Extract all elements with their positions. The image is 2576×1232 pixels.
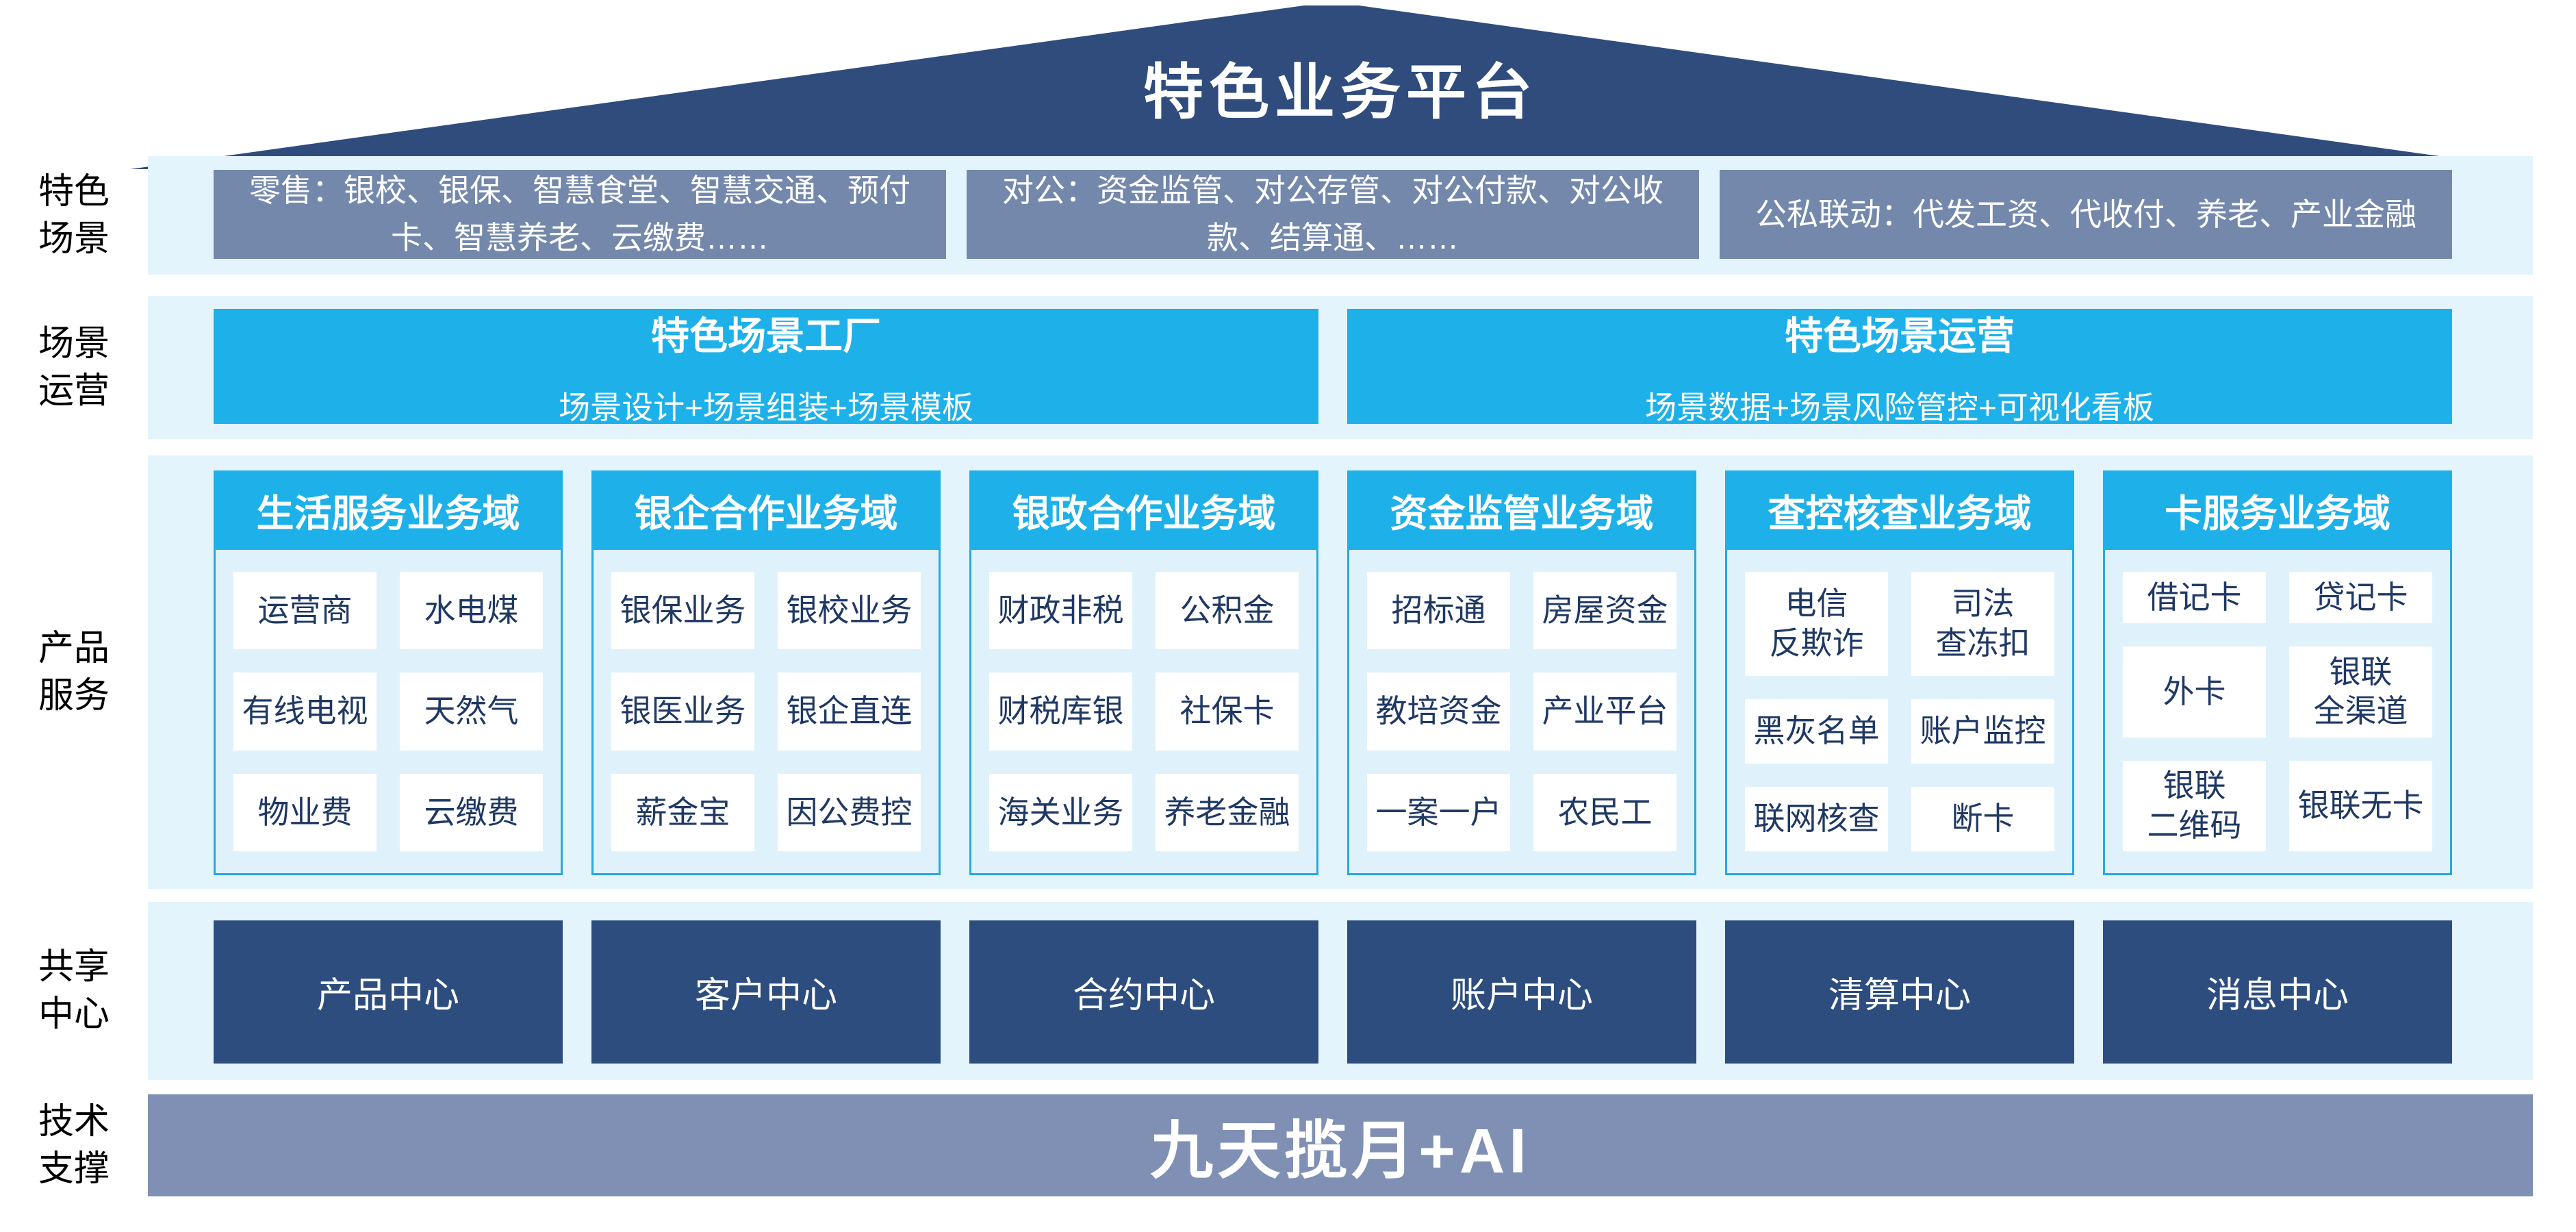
- product-cell: 社保卡: [1156, 672, 1299, 751]
- row-label-products: 产品 服务: [38, 628, 110, 716]
- domain-body: 运营商 水电煤 有线电视 天然气 物业费 云缴费: [216, 550, 561, 873]
- tech-support-bar: 九天揽月+AI: [148, 1094, 2533, 1196]
- row-label-sharing: 共享 中心: [38, 947, 110, 1034]
- product-cell: 财税库银: [989, 672, 1132, 751]
- domain-inspection-verification: 查控核查业务域 电信 反欺诈 司法 查冻扣 黑灰名单 账户监控 联网核查 断卡: [1725, 470, 2074, 875]
- domain-body: 银保业务 银校业务 银医业务 银企直连 薪金宝 因公费控: [594, 550, 939, 873]
- scenes-band: 零售：银校、银保、智慧食堂、智慧交通、预付卡、智慧养老、云缴费…… 对公：资金监…: [148, 156, 2533, 275]
- scene-factory-title: 特色场景工厂: [651, 314, 881, 357]
- page-title: 特色业务平台: [1143, 58, 1538, 126]
- scene-group-retail: 零售：银校、银保、智慧食堂、智慧交通、预付卡、智慧养老、云缴费……: [214, 170, 946, 259]
- domain-header: 资金监管业务域: [1347, 470, 1696, 550]
- domain-body: 电信 反欺诈 司法 查冻扣 黑灰名单 账户监控 联网核查 断卡: [1727, 550, 2072, 873]
- scene-operation-subtitle: 场景数据+场景风险管控+可视化看板: [1645, 389, 2154, 425]
- center-contract: 合约中心: [969, 920, 1318, 1064]
- sharing-band: 产品中心 客户中心 合约中心 账户中心 清算中心 消息中心: [148, 902, 2533, 1080]
- product-cell: 云缴费: [400, 773, 543, 851]
- product-cell: 银校业务: [778, 572, 921, 650]
- center-product: 产品中心: [214, 920, 563, 1064]
- domain-fund-supervision: 资金监管业务域 招标通 房屋资金 教培资金 产业平台 一案一户 农民工: [1347, 470, 1696, 875]
- product-cell: 有线电视: [233, 672, 377, 751]
- domain-header: 卡服务业务域: [2103, 470, 2452, 550]
- domain-body: 借记卡 贷记卡 外卡 银联 全渠道 银联 二维码 银联无卡: [2105, 550, 2450, 873]
- product-cell: 银联 二维码: [2123, 760, 2266, 851]
- row-label-tech: 技术 支撑: [38, 1101, 110, 1189]
- product-cell: 财政非税: [989, 572, 1132, 650]
- row-label-operation: 场景 运营: [38, 323, 110, 411]
- product-cell: 银联 全渠道: [2289, 646, 2432, 738]
- scene-factory-box: 特色场景工厂 场景设计+场景组装+场景模板: [214, 309, 1318, 425]
- product-cell: 运营商: [233, 572, 377, 650]
- product-cell: 黑灰名单: [1745, 699, 1888, 764]
- product-cell: 产业平台: [1533, 672, 1676, 751]
- roof-banner: 特色业务平台: [0, 0, 2576, 173]
- operation-band: 特色场景工厂 场景设计+场景组装+场景模板 特色场景运营 场景数据+场景风险管控…: [148, 296, 2533, 439]
- product-cell: 天然气: [400, 672, 543, 751]
- product-cell: 房屋资金: [1533, 572, 1676, 650]
- tech-platform-title: 九天揽月+AI: [1150, 1116, 1531, 1186]
- product-cell: 银企直连: [778, 672, 921, 751]
- center-settlement: 清算中心: [1725, 920, 2074, 1064]
- center-message: 消息中心: [2103, 920, 2452, 1064]
- product-cell: 农民工: [1533, 773, 1676, 851]
- center-account: 账户中心: [1347, 920, 1696, 1064]
- domain-header: 生活服务业务域: [214, 470, 563, 550]
- product-cell: 账户监控: [1911, 699, 2054, 764]
- product-cell: 借记卡: [2123, 572, 2266, 623]
- scene-group-public-private: 公私联动：代发工资、代收付、养老、产业金融: [1720, 170, 2452, 259]
- domain-life-services: 生活服务业务域 运营商 水电煤 有线电视 天然气 物业费 云缴费: [214, 470, 563, 875]
- product-cell: 司法 查冻扣: [1911, 572, 2054, 676]
- product-cell: 一案一户: [1367, 773, 1510, 851]
- product-cell: 电信 反欺诈: [1745, 572, 1888, 676]
- roof-shape: [130, 5, 2533, 169]
- scene-factory-subtitle: 场景设计+场景组装+场景模板: [559, 389, 973, 425]
- domain-header: 银政合作业务域: [969, 470, 1318, 550]
- scene-operation-box: 特色场景运营 场景数据+场景风险管控+可视化看板: [1347, 309, 2452, 425]
- product-cell: 贷记卡: [2289, 572, 2432, 623]
- product-cell: 薪金宝: [611, 773, 754, 851]
- product-cell: 联网核查: [1745, 786, 1888, 851]
- domain-header: 银企合作业务域: [591, 470, 941, 550]
- scene-operation-title: 特色场景运营: [1785, 314, 2015, 357]
- product-cell: 物业费: [233, 773, 377, 851]
- product-cell: 银保业务: [611, 572, 754, 650]
- product-cell: 银医业务: [611, 672, 754, 751]
- domain-header: 查控核查业务域: [1725, 470, 2074, 550]
- products-band: 生活服务业务域 运营商 水电煤 有线电视 天然气 物业费 云缴费 银企合作业务域…: [148, 455, 2533, 889]
- domain-body: 招标通 房屋资金 教培资金 产业平台 一案一户 农民工: [1349, 550, 1694, 873]
- product-cell: 外卡: [2123, 646, 2266, 738]
- scene-group-corporate: 对公：资金监管、对公存管、对公付款、对公收款、结算通、……: [967, 170, 1699, 259]
- domain-body: 财政非税 公积金 财税库银 社保卡 海关业务 养老金融: [971, 550, 1316, 873]
- row-label-scenes: 特色 场景: [38, 171, 110, 259]
- product-cell: 教培资金: [1367, 672, 1510, 751]
- product-cell: 公积金: [1156, 572, 1299, 650]
- product-cell: 招标通: [1367, 572, 1510, 650]
- center-customer: 客户中心: [591, 920, 941, 1064]
- product-cell: 海关业务: [989, 773, 1132, 851]
- product-cell: 养老金融: [1156, 773, 1299, 851]
- product-cell: 水电煤: [400, 572, 543, 650]
- product-cell: 断卡: [1911, 786, 2054, 851]
- product-cell: 因公费控: [778, 773, 921, 851]
- domain-card-services: 卡服务业务域 借记卡 贷记卡 外卡 银联 全渠道 银联 二维码 银联无卡: [2103, 470, 2452, 875]
- domain-bank-government: 银政合作业务域 财政非税 公积金 财税库银 社保卡 海关业务 养老金融: [969, 470, 1318, 875]
- product-cell: 银联无卡: [2289, 760, 2432, 851]
- domain-bank-enterprise: 银企合作业务域 银保业务 银校业务 银医业务 银企直连 薪金宝 因公费控: [591, 470, 941, 875]
